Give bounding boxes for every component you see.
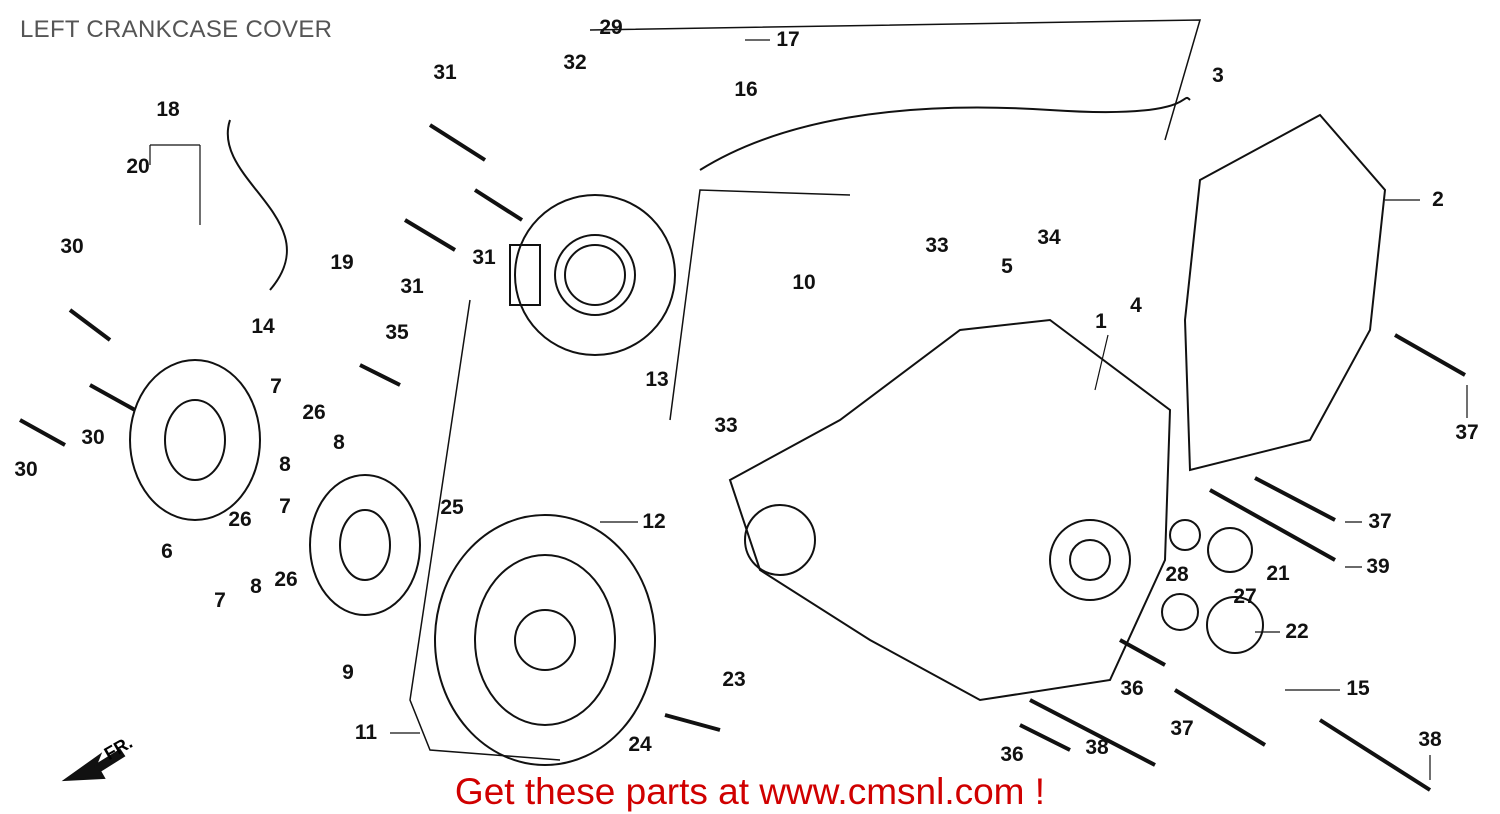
part-number-label: 2 (1432, 188, 1444, 211)
part-number-label: 7 (214, 589, 226, 612)
part-number-label: 33 (925, 234, 949, 257)
part-number-label: 4 (1130, 294, 1142, 317)
part-number-label: 3 (1212, 64, 1224, 87)
part-number-label: 19 (330, 251, 354, 274)
part-number-label: 28 (1165, 563, 1189, 586)
part-number-label: 7 (270, 375, 282, 398)
outer-cover-part (1183, 113, 1387, 472)
part-number-label: 30 (14, 458, 38, 481)
part-number-label: 6 (161, 540, 173, 563)
part-number-label: 37 (1368, 510, 1392, 533)
part-number-label: 35 (385, 321, 409, 344)
part-number-label: 30 (60, 235, 84, 258)
part-number-label: 8 (279, 453, 291, 476)
plate-part (309, 474, 421, 616)
part-number-label: 32 (563, 51, 587, 74)
part-number-label: 10 (792, 271, 816, 294)
part-number-label: 26 (228, 508, 252, 531)
part-number-label: 33 (714, 414, 738, 437)
assembly-outline (409, 19, 1202, 761)
part-number-label: 14 (251, 315, 275, 338)
part-number-label: 15 (1346, 677, 1370, 700)
part-number-label: 36 (1000, 743, 1024, 766)
crankcase-cover-part (728, 318, 1172, 702)
page-title: LEFT CRANKCASE COVER (20, 16, 333, 43)
part-number-label: 29 (599, 16, 623, 39)
part-number-label: 8 (250, 575, 262, 598)
part-number-label: 34 (1037, 226, 1061, 249)
part-number-label: 17 (776, 28, 800, 51)
part-number-label: 31 (400, 275, 424, 298)
part-number-label: 8 (333, 431, 345, 454)
part-number-label: 26 (274, 568, 298, 591)
part-number-label: 25 (440, 496, 464, 519)
part-number-label: 31 (433, 61, 457, 84)
part-number-label: 5 (1001, 255, 1013, 278)
part-number-label: 39 (1366, 555, 1390, 578)
stator-part (509, 194, 676, 356)
part-number-label: 38 (1085, 736, 1109, 759)
part-number-label: 12 (642, 510, 666, 533)
part-number-label: 23 (722, 668, 746, 691)
part-number-label: 30 (81, 426, 105, 449)
part-number-label: 37 (1170, 717, 1194, 740)
part-number-label: 26 (302, 401, 326, 424)
part-number-label: 9 (342, 661, 354, 684)
part-number-label: 21 (1266, 562, 1290, 585)
part-number-label: 13 (645, 368, 669, 391)
part-number-label: 1 (1095, 310, 1107, 333)
part-number-label: 18 (156, 98, 180, 121)
part-number-label: 16 (734, 78, 758, 101)
starter-clutch-part (129, 359, 261, 521)
part-number-label: 36 (1120, 677, 1144, 700)
footer-promo-text: Get these parts at www.cmsnl.com ! (454, 771, 1046, 812)
bolts (19, 123, 1466, 792)
part-number-label: 27 (1233, 585, 1257, 608)
leader-lines (149, 39, 1468, 780)
part-number-label: 24 (628, 733, 652, 756)
flywheel-part (434, 514, 656, 766)
part-number-label: 7 (279, 495, 291, 518)
part-number-label: 20 (126, 155, 150, 178)
caps-and-seals (1161, 519, 1264, 654)
wire-harness (226, 96, 1191, 291)
part-number-label: 37 (1455, 421, 1479, 444)
part-number-label: 38 (1418, 728, 1442, 751)
part-number-label: 31 (472, 246, 496, 269)
part-number-label: 11 (354, 721, 378, 744)
part-number-label: 22 (1285, 620, 1309, 643)
front-arrow-icon (61, 748, 126, 782)
